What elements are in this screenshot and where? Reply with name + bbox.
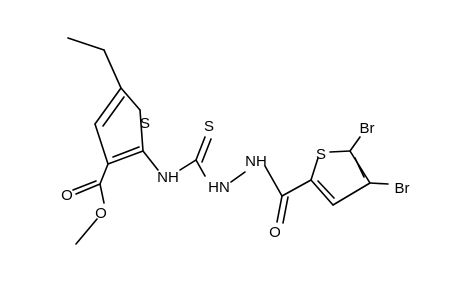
bond xyxy=(310,179,334,206)
bond xyxy=(99,163,109,185)
bond xyxy=(142,150,159,171)
atom-hn-hydrazine: HN xyxy=(208,179,230,196)
atom-nh-hydrazine: NH xyxy=(245,153,267,170)
bond xyxy=(369,182,389,185)
double-bond-inner xyxy=(112,146,140,158)
left-thiophene-ring xyxy=(94,87,144,165)
bond xyxy=(281,179,312,197)
atom-o-ester-carbonyl: O xyxy=(61,187,73,204)
atom-s-right-ring: S xyxy=(316,146,326,163)
atom-s-thione: S xyxy=(204,118,214,135)
atom-br-right: Br xyxy=(395,180,410,197)
bond xyxy=(139,109,144,152)
double-bond-inner xyxy=(102,96,125,127)
right-thiophene-ring xyxy=(310,150,371,206)
bond xyxy=(75,218,98,245)
bond xyxy=(332,182,371,206)
linker-bonds xyxy=(142,136,283,197)
atom-o-ester-ether: O xyxy=(95,205,107,222)
bond xyxy=(329,150,351,153)
atom-br-top: Br xyxy=(360,120,375,137)
atom-labels: S S S Br Br NH HN NH O O O xyxy=(61,115,409,241)
double-bond-inner xyxy=(201,138,212,163)
bond xyxy=(75,183,101,195)
bond xyxy=(103,49,122,89)
bond xyxy=(99,183,105,204)
methyl-ester-group xyxy=(72,163,109,245)
bromine-bonds xyxy=(349,136,389,185)
bond xyxy=(94,123,109,165)
bond xyxy=(310,157,319,181)
bond xyxy=(94,87,122,125)
amide-carbonyl xyxy=(276,179,312,224)
bond xyxy=(107,150,144,165)
ethyl-group xyxy=(67,37,122,89)
double-bond-inner xyxy=(282,196,289,224)
bond xyxy=(67,37,105,51)
bond xyxy=(230,171,246,183)
double-bond-inner xyxy=(354,157,365,178)
atom-s-left-ring: S xyxy=(140,115,150,132)
bond xyxy=(195,136,206,161)
double-bond-inner xyxy=(317,180,335,199)
bond xyxy=(195,159,206,177)
bond xyxy=(264,165,283,197)
bond xyxy=(276,195,283,223)
atom-nh-amide: NH xyxy=(157,169,179,186)
bond xyxy=(120,87,141,111)
bond xyxy=(349,136,361,152)
atom-o-amide: O xyxy=(269,224,281,241)
bond xyxy=(179,159,197,171)
double-bond-inner xyxy=(72,180,97,191)
